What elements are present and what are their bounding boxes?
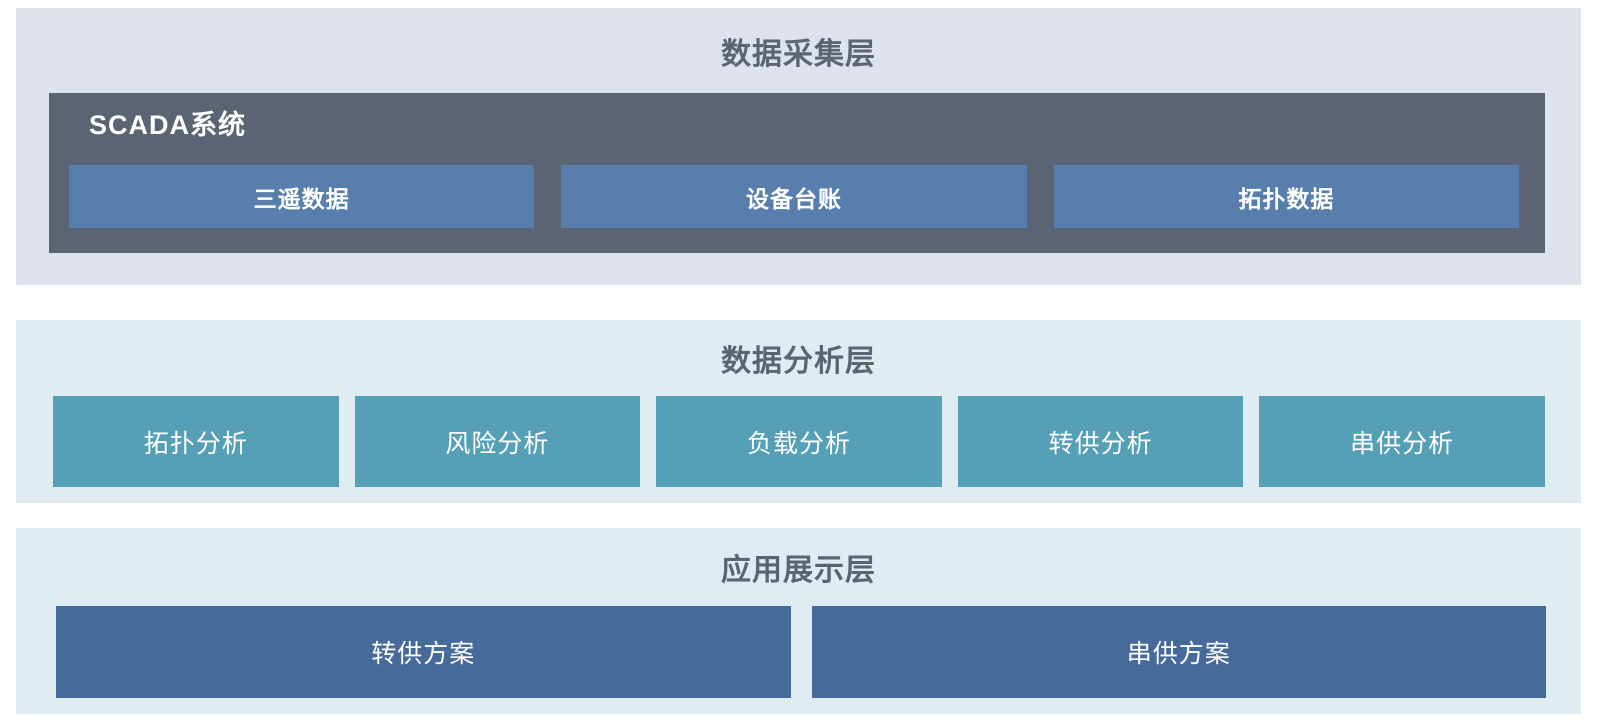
box-transfer-supply-plan: 转供方案 <box>56 606 791 698</box>
scada-box-row: 三遥数据 设备台账 拓扑数据 <box>49 165 1545 228</box>
box-remote-data: 三遥数据 <box>69 165 535 228</box>
layer-title-application-display: 应用展示层 <box>721 554 876 587</box>
box-equipment-ledger: 设备台账 <box>561 165 1027 228</box>
scada-system-label: SCADA系统 <box>89 110 247 140</box>
layer-title-data-collection: 数据采集层 <box>721 37 876 71</box>
box-series-supply-analysis: 串供分析 <box>1259 396 1545 487</box>
box-topology-data: 拓扑数据 <box>1053 165 1519 228</box>
box-transfer-supply-analysis: 转供分析 <box>957 396 1244 487</box>
application-box-row: 转供方案 串供方案 <box>16 606 1581 698</box>
layer-data-analysis: 数据分析层 拓扑分析 风险分析 负载分析 转供分析 串供分析 <box>16 320 1581 503</box>
analysis-box-row: 拓扑分析 风险分析 负载分析 转供分析 串供分析 <box>16 396 1581 487</box>
layer-data-collection: 数据采集层 SCADA系统 三遥数据 设备台账 拓扑数据 <box>16 8 1581 285</box>
scada-system-group: SCADA系统 三遥数据 设备台账 拓扑数据 <box>49 93 1545 253</box>
layer-application-display: 应用展示层 转供方案 串供方案 <box>16 528 1581 714</box>
layer-title-data-analysis: 数据分析层 <box>721 345 876 378</box>
box-series-supply-plan: 串供方案 <box>811 606 1546 698</box>
box-load-analysis: 负载分析 <box>656 396 942 487</box>
box-topology-analysis: 拓扑分析 <box>53 396 339 487</box>
box-risk-analysis: 风险分析 <box>354 396 641 487</box>
